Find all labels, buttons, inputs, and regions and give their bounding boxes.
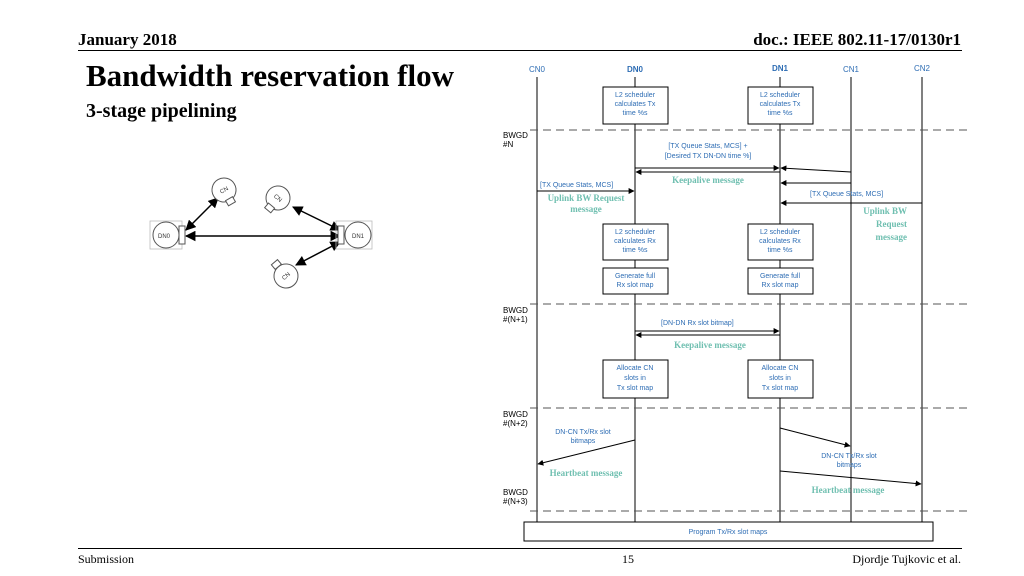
msg-keepalive-2: Keepalive message [674, 340, 746, 350]
header-divider [78, 50, 962, 51]
node-dn1: DN1 [335, 220, 373, 250]
node-dn0-label: DN0 [158, 234, 171, 240]
bwgd-label-n3: BWGD#(N+3) [503, 488, 528, 506]
arrow-keepalive-1-cn1 [780, 165, 852, 173]
box-program: Program Tx/Rx slot maps [523, 521, 934, 542]
arrow-dn1-cn2 [779, 470, 922, 487]
bwgd-label-n1: BWGD#(N+1) [503, 306, 528, 324]
node-cn-a-label: CN [219, 186, 230, 196]
msg-tx-queue-cn2: [TX Queue Stats, MCS] [810, 191, 883, 198]
msg-keepalive-1: Keepalive message [672, 175, 744, 185]
slide-title: Bandwidth reservation flow [86, 58, 455, 93]
bwgd-label-n2: BWGD#(N+2) [503, 410, 528, 428]
slide-subtitle: 3-stage pipelining [86, 100, 237, 122]
link-dn1-cn-top [292, 206, 341, 231]
lifeline-label-cn2: CN2 [914, 64, 931, 73]
lifeline-label-dn0: DN0 [627, 65, 644, 74]
footer-author: Djordje Tujkovic et al. [852, 552, 961, 566]
link-dn0-cn [185, 197, 219, 231]
node-cn-b: CN [263, 185, 291, 214]
node-dn1-label: DN1 [352, 234, 365, 240]
node-cn-c-label: CN [281, 272, 291, 282]
arrow-dn-cn-right [779, 427, 851, 448]
topology-diagram: DN0 DN1 CN CN CN [149, 177, 373, 289]
msg-heartbeat-left: Heartbeat message [550, 468, 623, 478]
header-doc-id: doc.: IEEE 802.11-17/0130r1 [753, 30, 961, 49]
footer-page-number: 15 [622, 552, 634, 566]
bwgd-label-n: BWGD#N [503, 131, 528, 149]
lifeline-label-dn1: DN1 [772, 64, 789, 73]
msg-tx-queue-dn: [TX Queue Stats, MCS] +[Desired TX DN-DN… [665, 143, 752, 160]
node-cn-b-label: CN [272, 194, 282, 204]
msg-heartbeat-right: Heartbeat message [812, 485, 885, 495]
lifeline-label-cn1: CN1 [843, 65, 860, 74]
node-cn-c: CN [270, 258, 299, 289]
lifeline-label-cn0: CN0 [529, 65, 546, 74]
footer-divider [78, 548, 962, 549]
footer-submission: Submission [78, 552, 135, 566]
header-date: January 2018 [78, 30, 177, 49]
arrow-dn-cn-left [537, 439, 636, 466]
link-dn1-cn-bottom [295, 241, 341, 266]
box-program-text: Program Tx/Rx slot maps [689, 529, 768, 536]
node-cn-a: CN [211, 177, 237, 207]
msg-tx-queue-cn0: [TX Queue Stats, MCS] [540, 182, 613, 189]
sequence-diagram: CN0 DN0 DN1 CN1 CN2 BWGD#N BWGD#(N+1) BW… [503, 64, 972, 542]
msg-rx-slot-bitmap: [DN-DN Rx slot bitmap] [661, 320, 734, 327]
node-dn0: DN0 [149, 220, 186, 250]
